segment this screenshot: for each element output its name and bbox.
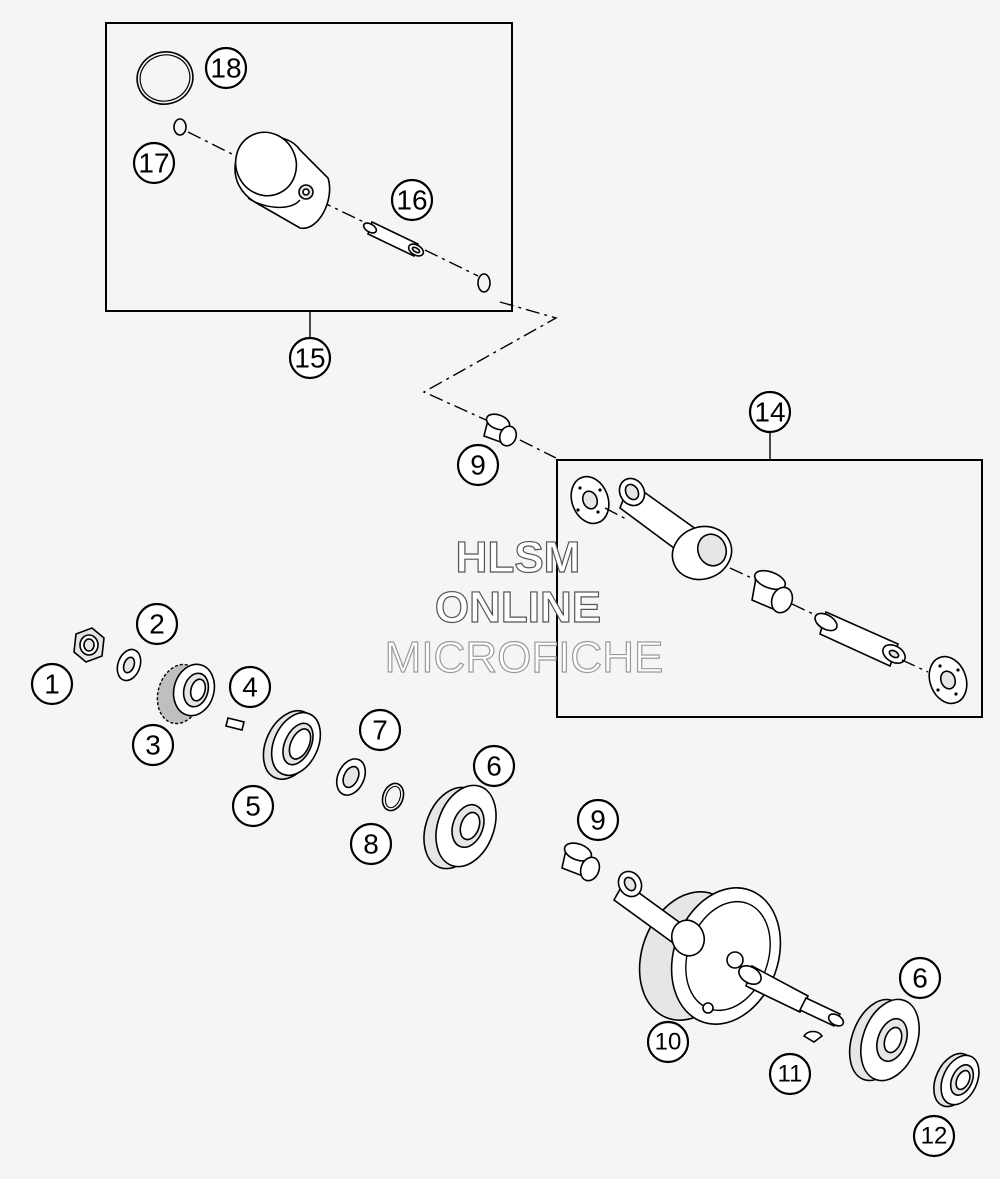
- svg-text:6: 6: [912, 963, 928, 994]
- piston-pin-circlip[interactable]: [173, 118, 187, 136]
- svg-text:5: 5: [245, 791, 261, 822]
- svg-text:8: 8: [363, 829, 379, 860]
- watermark-line-1: HLSM: [456, 533, 581, 582]
- callout-5[interactable]: 5: [231, 784, 275, 828]
- piston-pin[interactable]: [362, 220, 425, 258]
- svg-text:4: 4: [242, 672, 258, 703]
- callout-9-upper[interactable]: 9: [456, 443, 500, 487]
- piston-pin-circlip-right[interactable]: [477, 273, 491, 293]
- assembly-axis-line: [422, 301, 558, 421]
- piston-ring[interactable]: [131, 46, 199, 111]
- shim-washer[interactable]: [331, 754, 371, 799]
- piston[interactable]: [225, 122, 331, 229]
- callout-18[interactable]: 18: [204, 46, 248, 90]
- callout-1[interactable]: 1: [30, 662, 74, 706]
- rod-thrust-washer-left[interactable]: [565, 471, 615, 528]
- connecting-rod[interactable]: [615, 474, 739, 588]
- callout-3[interactable]: 3: [131, 723, 175, 767]
- svg-text:6: 6: [486, 751, 502, 782]
- piston-kit-group: 18 17 16: [105, 22, 513, 338]
- crankshaft-woodruff-key[interactable]: [802, 1030, 824, 1043]
- callout-4[interactable]: 4: [228, 665, 272, 709]
- shaft-seal-right[interactable]: [926, 1047, 987, 1113]
- callout-10[interactable]: 10: [646, 1020, 690, 1064]
- svg-text:9: 9: [470, 450, 486, 481]
- svg-text:15: 15: [294, 343, 325, 374]
- rod-big-end-bearing[interactable]: [751, 567, 796, 616]
- svg-text:14: 14: [754, 397, 785, 428]
- callout-15[interactable]: 15: [288, 336, 332, 380]
- connecting-rod-kit-group: [556, 432, 983, 718]
- callout-8[interactable]: 8: [349, 822, 393, 866]
- lock-washer[interactable]: [113, 646, 145, 684]
- piston-kit-frame: [105, 22, 513, 312]
- svg-text:12: 12: [921, 1123, 948, 1150]
- woodruff-key[interactable]: [225, 717, 245, 731]
- callout-2[interactable]: 2: [135, 602, 179, 646]
- callout-6-left[interactable]: 6: [472, 744, 516, 788]
- callout-12[interactable]: 12: [912, 1114, 956, 1158]
- svg-text:17: 17: [138, 148, 169, 179]
- primary-gear[interactable]: [151, 659, 220, 728]
- callout-17[interactable]: 17: [132, 141, 176, 185]
- watermark-line-3: MICROFICHE: [385, 633, 664, 682]
- callout-7[interactable]: 7: [358, 708, 402, 752]
- svg-text:7: 7: [372, 715, 388, 746]
- hex-nut[interactable]: [73, 627, 105, 663]
- callout-6-right[interactable]: 6: [898, 956, 942, 1000]
- svg-text:16: 16: [396, 185, 427, 216]
- crank-pin[interactable]: [812, 610, 908, 668]
- svg-text:9: 9: [590, 805, 606, 836]
- svg-text:2: 2: [149, 609, 165, 640]
- callout-14[interactable]: 14: [748, 390, 792, 434]
- svg-text:10: 10: [655, 1029, 682, 1056]
- svg-text:3: 3: [145, 730, 161, 761]
- callout-11[interactable]: 11: [768, 1052, 812, 1096]
- main-bearing-left[interactable]: [413, 777, 506, 877]
- callout-16[interactable]: 16: [390, 178, 434, 222]
- o-ring[interactable]: [379, 780, 407, 813]
- watermark: HLSM ONLINE MICROFICHE: [384, 532, 664, 682]
- crankshaft-assembly[interactable]: [612, 867, 845, 1039]
- svg-text:18: 18: [210, 53, 241, 84]
- watermark-line-2: ONLINE: [435, 583, 601, 632]
- shaft-seal-ring[interactable]: [253, 702, 330, 788]
- callout-9-lower[interactable]: 9: [576, 798, 620, 842]
- main-bearing-right[interactable]: [839, 991, 930, 1088]
- svg-text:11: 11: [778, 1061, 803, 1088]
- needle-bearing-lower[interactable]: [561, 840, 603, 884]
- rod-thrust-washer-right[interactable]: [923, 651, 973, 708]
- needle-bearing-upper[interactable]: [483, 411, 519, 448]
- svg-text:1: 1: [44, 669, 60, 700]
